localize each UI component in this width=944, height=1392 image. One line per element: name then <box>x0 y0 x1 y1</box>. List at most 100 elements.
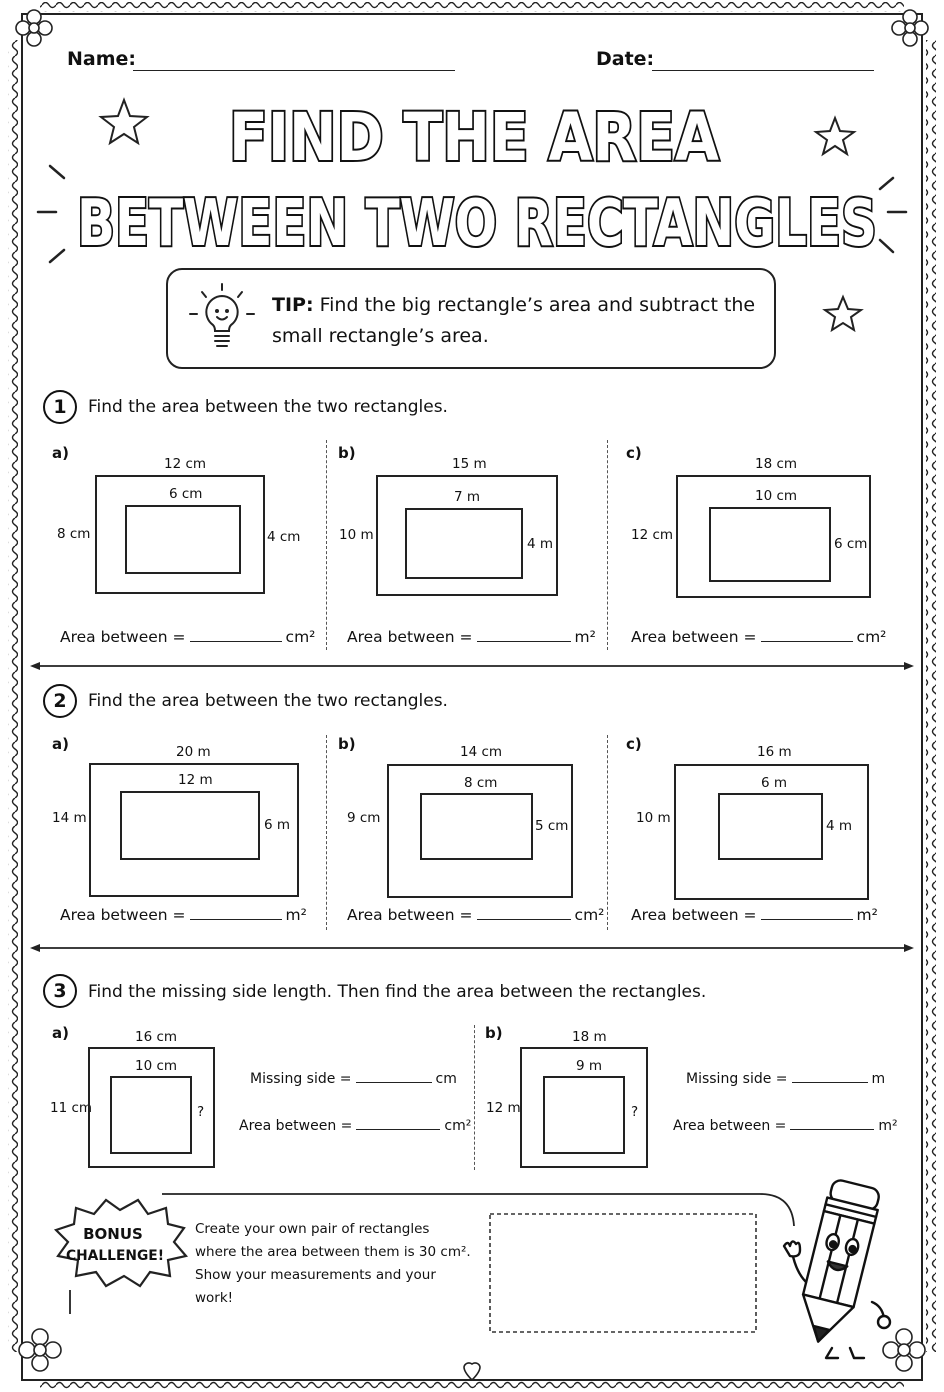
page-title: FIND THE AREA BETWEEN TWO RECTANGLES <box>75 97 879 263</box>
outer-height-label: 11 cm <box>50 1100 93 1116</box>
part-label: c) <box>626 735 642 753</box>
answer-line: Area between = cm² <box>60 628 315 646</box>
inner-width-label: 10 cm <box>755 488 798 504</box>
missing-side-unit: cm <box>435 1071 457 1087</box>
inner-rectangle <box>709 507 831 582</box>
outer-rectangle <box>676 475 871 598</box>
missing-side-blank[interactable] <box>791 1070 868 1083</box>
inner-rectangle <box>420 793 533 860</box>
part-label: c) <box>626 444 642 462</box>
name-field[interactable] <box>133 70 455 71</box>
outer-width-label: 14 cm <box>460 744 503 760</box>
work-area-box[interactable] <box>488 1212 758 1334</box>
outer-width-label: 15 m <box>452 456 487 472</box>
answer-label: Area between = <box>239 1118 353 1134</box>
outer-rectangle <box>520 1047 648 1168</box>
inner-width-label: 6 cm <box>169 486 203 502</box>
outer-height-label: 14 m <box>52 810 87 826</box>
bonus-frame: BONUS CHALLENGE! <box>53 1193 795 1314</box>
bonus-badge <box>53 1198 189 1288</box>
inner-rectangle <box>405 508 523 579</box>
answer-blank[interactable] <box>356 1117 441 1130</box>
inner-width-label: 8 cm <box>464 775 498 791</box>
outer-rectangle <box>376 475 558 596</box>
outer-width-label: 16 cm <box>135 1029 178 1045</box>
column-divider <box>474 1025 475 1170</box>
inner-width-label: 7 m <box>454 489 481 505</box>
answer-line: Area between =m² <box>347 628 596 646</box>
inner-rectangle <box>120 791 260 860</box>
outer-rectangle <box>95 475 265 594</box>
title-line-1: FIND THE AREA <box>229 99 719 176</box>
inner-height-label: 6 m <box>264 817 291 833</box>
column-divider <box>607 735 608 930</box>
answer-blank[interactable] <box>476 907 571 920</box>
answer-unit: cm² <box>285 628 316 646</box>
answer-blank[interactable] <box>189 629 282 642</box>
outer-width-label: 16 m <box>757 744 792 760</box>
answer-blank[interactable] <box>760 629 853 642</box>
tip-body: Find the big rectangle’s area and subtra… <box>272 294 756 347</box>
tip-text: TIP: Find the big rectangle’s area and s… <box>272 290 762 352</box>
answer-line: Area between =cm² <box>239 1117 471 1134</box>
question-number: 1 <box>43 390 77 424</box>
answer-unit: cm² <box>574 906 605 924</box>
bonus-title-2: CHALLENGE! <box>66 1248 164 1264</box>
inner-width-label: 6 m <box>761 775 788 791</box>
answer-line: Area between =m² <box>673 1117 898 1134</box>
missing-side-label: Missing side = <box>686 1071 788 1087</box>
date-field[interactable] <box>652 70 874 71</box>
question-number: 2 <box>43 684 77 718</box>
date-label: Date: <box>596 48 655 70</box>
answer-blank[interactable] <box>790 1117 875 1130</box>
lightbulb-icon <box>189 283 255 347</box>
inner-width-label: 9 m <box>576 1058 603 1074</box>
bonus-title-1: BONUS <box>83 1225 143 1243</box>
missing-side-line: Missing side =m <box>686 1070 885 1087</box>
outer-height-label: 12 m <box>486 1100 521 1116</box>
answer-label: Area between = <box>347 906 473 924</box>
answer-line: Area between =m² <box>60 906 307 924</box>
question-prompt: Find the area between the two rectangles… <box>88 397 448 417</box>
outer-height-label: 9 cm <box>347 810 381 826</box>
answer-label: Area between = <box>631 628 757 646</box>
answer-label: Area between = <box>631 906 757 924</box>
missing-side-label: Missing side = <box>250 1071 352 1087</box>
inner-width-label: 10 cm <box>135 1058 178 1074</box>
bonus-instructions: Create your own pair of rectangles where… <box>195 1221 471 1306</box>
missing-side-blank[interactable] <box>355 1070 432 1083</box>
outer-rectangle <box>674 764 869 900</box>
heart-icon <box>463 1362 481 1382</box>
part-label: b) <box>338 444 356 462</box>
answer-blank[interactable] <box>189 907 282 920</box>
answer-label: Area between = <box>60 628 186 646</box>
answer-blank[interactable] <box>476 629 571 642</box>
tip-box: TIP: Find the big rectangle’s area and s… <box>166 268 776 369</box>
answer-label: Area between = <box>673 1118 787 1134</box>
question-prompt: Find the missing side length. Then find … <box>88 982 707 1002</box>
inner-rectangle <box>125 505 241 574</box>
inner-height-label: 4 cm <box>267 529 301 545</box>
outer-height-label: 10 m <box>636 810 671 826</box>
star-icon <box>98 97 864 333</box>
answer-blank[interactable] <box>760 907 853 920</box>
part-label: b) <box>338 735 356 753</box>
title-line-2: BETWEEN TWO RECTANGLES <box>77 187 877 261</box>
missing-side-line: Missing side = cm <box>250 1070 457 1087</box>
outer-height-label: 8 cm <box>57 526 91 542</box>
pencil-mascot-icon <box>782 1179 892 1360</box>
missing-side-marker: ? <box>197 1104 205 1120</box>
outer-height-label: 12 cm <box>631 527 674 543</box>
answer-unit: m² <box>856 906 878 924</box>
column-divider <box>326 735 327 930</box>
outer-rectangle <box>89 763 299 897</box>
answer-label: Area between = <box>347 628 473 646</box>
flower-icon <box>15 9 929 1372</box>
column-divider <box>326 440 327 650</box>
inner-height-label: 4 m <box>826 818 853 834</box>
answer-line: Area between = m² <box>631 906 878 924</box>
answer-unit: m² <box>285 906 307 924</box>
answer-unit: cm² <box>856 628 887 646</box>
column-divider <box>607 440 608 650</box>
